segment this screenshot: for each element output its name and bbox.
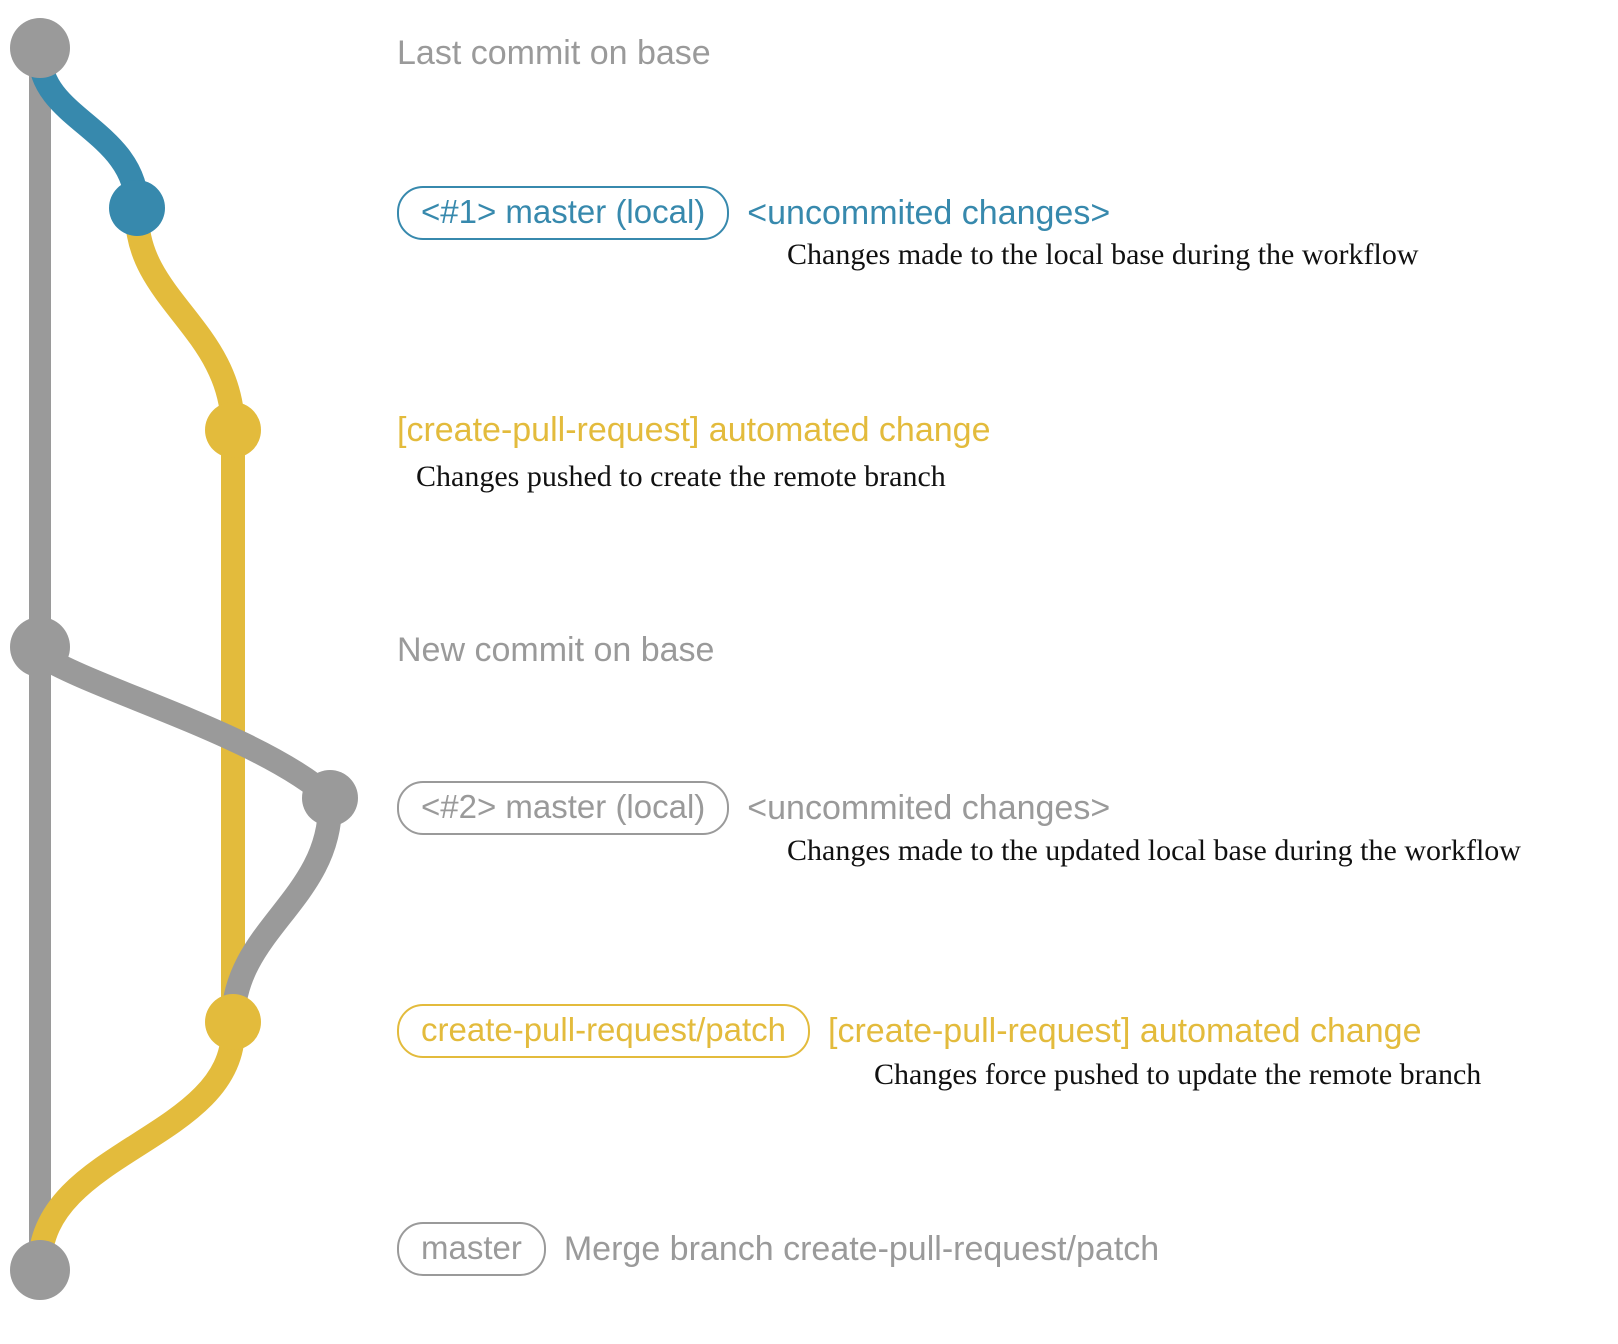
desc-push-remote-branch: Changes pushed to create the remote bran…	[416, 460, 946, 493]
branch-line-gray-to-patch-2	[221, 793, 342, 1034]
commit-node-local-master-2[interactable]	[302, 770, 358, 826]
label-last-commit-on-base: Last commit on base	[397, 34, 711, 72]
badge-master-local-2[interactable]: <#2> master (local)	[397, 781, 730, 835]
git-graph	[10, 18, 358, 1300]
badge-master[interactable]: master	[397, 1222, 546, 1276]
commit-node-patch-1[interactable]	[205, 402, 261, 458]
desc-force-push-remote-branch: Changes force pushed to update the remot…	[874, 1058, 1482, 1091]
badge-master-local-1[interactable]: <#1> master (local)	[397, 186, 730, 240]
commit-node-patch-2[interactable]	[205, 994, 261, 1050]
commit-node-base-head[interactable]	[10, 18, 70, 78]
branch-line-yellow-merge	[28, 1018, 245, 1277]
row-master-merge: master Merge branch create-pull-request/…	[0, 1222, 1618, 1276]
title-uncommited-changes-1: <uncommited changes>	[747, 194, 1111, 232]
title-automated-change-2: [create-pull-request] automated change	[828, 1012, 1422, 1050]
title-uncommited-changes-2: <uncommited changes>	[747, 789, 1111, 827]
label-new-commit-on-base: New commit on base	[397, 631, 715, 669]
branch-line-gray-local-master-2	[28, 643, 342, 810]
row-master-local-1: <#1> master (local) <uncommited changes>	[0, 186, 1618, 240]
commit-node-local-master-1[interactable]	[109, 180, 165, 236]
commit-node-base-new-commit[interactable]	[10, 617, 70, 677]
badge-create-pull-request-patch[interactable]: create-pull-request/patch	[397, 1004, 811, 1058]
row-automated-change-1: [create-pull-request] automated change	[0, 413, 1618, 447]
title-automated-change-1: [create-pull-request] automated change	[397, 411, 991, 449]
row-master-local-2: <#2> master (local) <uncommited changes>	[0, 781, 1618, 835]
desc-updated-local-base-changes: Changes made to the updated local base d…	[787, 834, 1521, 867]
commit-node-merge[interactable]	[10, 1240, 70, 1300]
title-merge-branch: Merge branch create-pull-request/patch	[563, 1230, 1160, 1268]
row-automated-change-2: create-pull-request/patch [create-pull-r…	[0, 1004, 1618, 1058]
desc-local-base-changes: Changes made to the local base during th…	[787, 238, 1419, 271]
